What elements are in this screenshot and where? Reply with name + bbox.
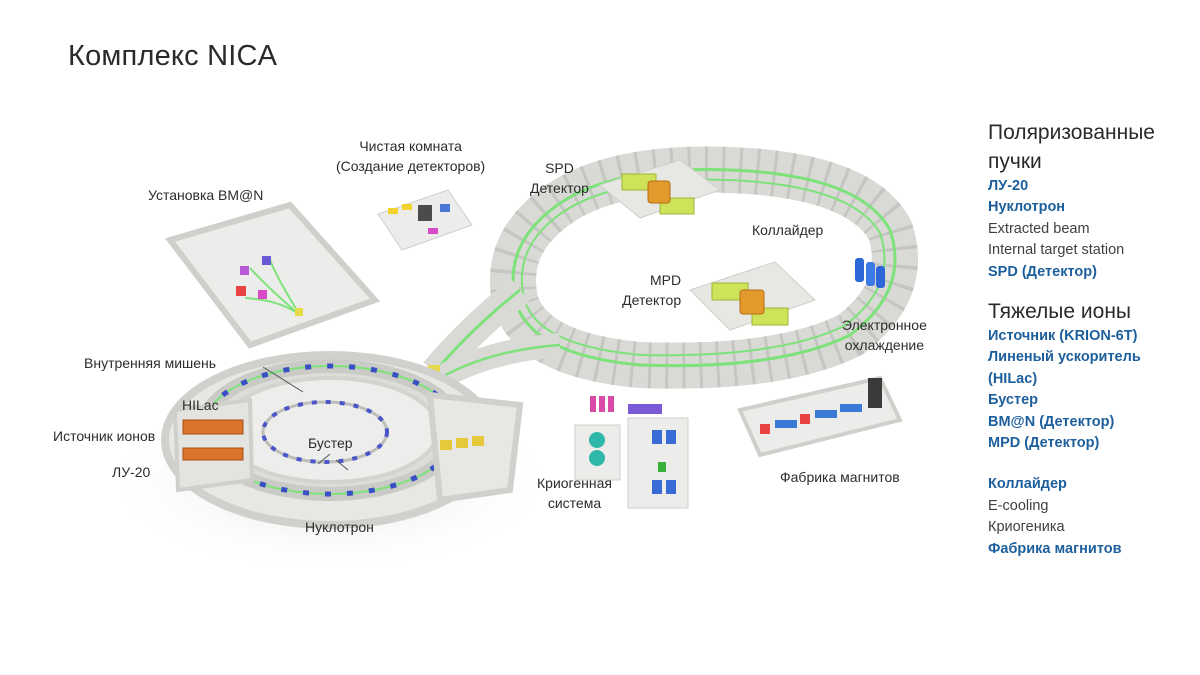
legend-panel: Поляризованные пучки ЛУ-20 Нуклотрон Ext… bbox=[988, 118, 1193, 560]
legend-link-linac[interactable]: Линеный ускоритель bbox=[988, 349, 1141, 366]
legend-link-collider[interactable]: Коллайдер bbox=[988, 476, 1067, 493]
polarized-heading-line1: Поляризованные bbox=[988, 121, 1155, 144]
label-clean-room-line1: Чистая комната bbox=[359, 138, 462, 154]
label-booster: Бустер bbox=[308, 435, 353, 451]
facility-list: Коллайдер E-cooling Криогеника Фабрика м… bbox=[988, 474, 1193, 560]
magnet-factory bbox=[737, 375, 903, 458]
label-spd-line1: SPD bbox=[545, 160, 574, 176]
label-ion-source: Источник ионов bbox=[53, 428, 156, 444]
polarized-beams-heading: Поляризованные пучки bbox=[988, 118, 1193, 176]
label-electron-cooling: Электронное охлаждение bbox=[842, 315, 927, 355]
label-spd: SPD Детектор bbox=[530, 158, 589, 198]
legend-link-bmn[interactable]: BM@N (Детектор) bbox=[988, 413, 1115, 430]
label-hilac: HILac bbox=[182, 397, 219, 413]
clean-room bbox=[377, 189, 473, 251]
label-ecool-line2: охлаждение bbox=[844, 337, 925, 353]
label-collider: Коллайдер bbox=[752, 222, 824, 238]
cryogenic-system bbox=[574, 396, 689, 509]
legend-item-extracted-beam: Extracted beam bbox=[988, 220, 1090, 237]
transfer-beamline bbox=[423, 278, 561, 389]
legend-link-nuclotron[interactable]: Нуклотрон bbox=[988, 199, 1066, 216]
legend-link-hilac[interactable]: (HILac) bbox=[988, 370, 1038, 387]
label-internal-target: Внутренняя мишень bbox=[84, 355, 217, 371]
label-nuclotron: Нуклотрон bbox=[305, 519, 374, 535]
legend-item-internal-target-station: Internal target station bbox=[988, 242, 1125, 259]
leader-lines bbox=[262, 366, 349, 471]
legend-link-mpd[interactable]: MPD (Детектор) bbox=[988, 435, 1100, 452]
label-clean-room-line2: (Создание детекторов) bbox=[336, 158, 486, 174]
label-bmn: Установка BM@N bbox=[148, 187, 264, 203]
legend-link-lu20[interactable]: ЛУ-20 bbox=[988, 178, 1029, 194]
label-mpd: MPD Детектор bbox=[618, 270, 681, 310]
heavy-ions-heading: Тяжелые ионы bbox=[988, 300, 1132, 324]
label-cryo-line2: система bbox=[547, 495, 602, 511]
label-clean-room: Чистая комната (Создание детекторов) bbox=[336, 136, 485, 176]
label-cryo-line1: Криогенная bbox=[537, 475, 612, 491]
bmn-hall bbox=[164, 201, 381, 349]
page-title: Комплекс NICA bbox=[68, 40, 278, 72]
label-mpd-line2: Детектор bbox=[622, 292, 682, 308]
legend-link-magnet-factory[interactable]: Фабрика магнитов bbox=[988, 540, 1122, 557]
label-magnet-factory: Фабрика магнитов bbox=[780, 469, 900, 485]
electron-cooling bbox=[855, 258, 885, 288]
label-mpd-line1: MPD bbox=[650, 272, 682, 288]
polarized-heading-line2: пучки bbox=[988, 150, 1042, 173]
linac-area bbox=[172, 397, 255, 493]
spd-detector bbox=[598, 159, 722, 219]
label-lu20: ЛУ-20 bbox=[112, 464, 151, 480]
legend-item-cryogenics: Криогеника bbox=[988, 519, 1065, 536]
polarized-beams-list: ЛУ-20 Нуклотрон Extracted beam Internal … bbox=[988, 176, 1193, 283]
legend-link-krion[interactable]: Источник (KRION-6T) bbox=[988, 328, 1138, 345]
label-spd-line2: Детектор bbox=[530, 180, 589, 196]
legend-link-spd[interactable]: SPD (Детектор) bbox=[988, 263, 1097, 280]
heavy-ions-list: Источник (KRION-6T) Линеный ускоритель (… bbox=[988, 326, 1193, 454]
collider-ring bbox=[490, 146, 918, 389]
legend-item-e-cooling: E-cooling bbox=[988, 497, 1049, 514]
label-cryogenic-system: Криогенная система bbox=[537, 473, 612, 513]
mpd-detector bbox=[689, 261, 816, 331]
label-ecool-line1: Электронное bbox=[842, 317, 927, 333]
legend-link-booster[interactable]: Бустер bbox=[988, 392, 1039, 409]
